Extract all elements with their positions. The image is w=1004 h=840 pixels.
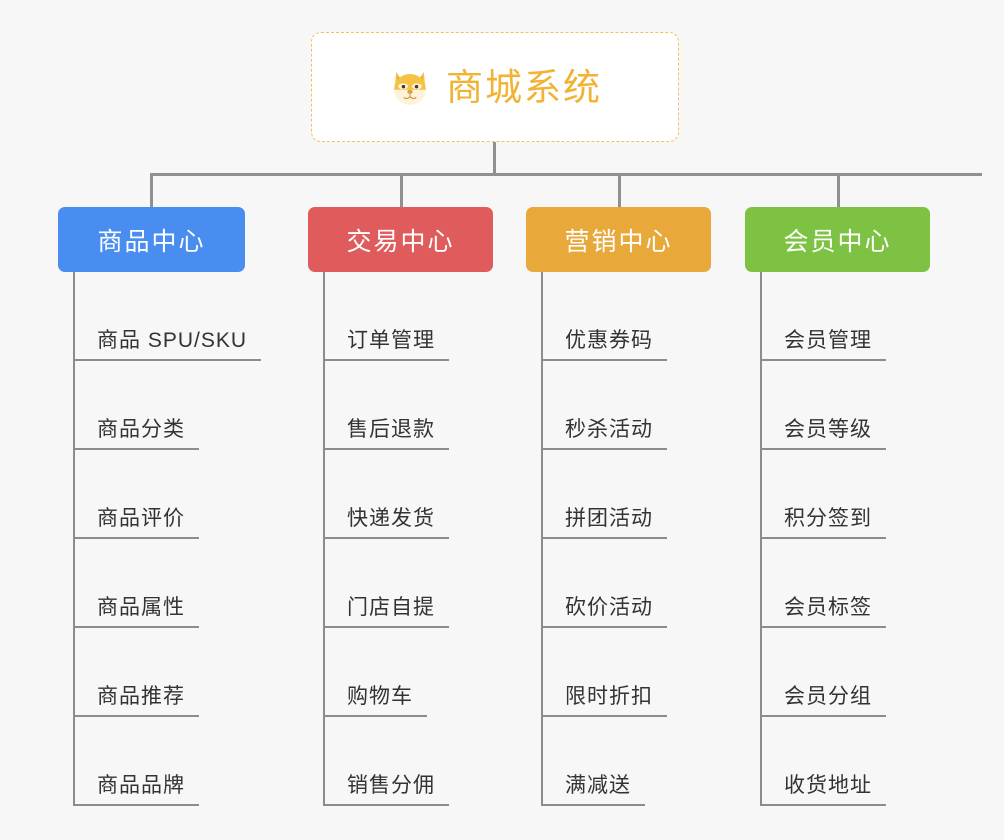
branch-drop-connector-3	[837, 173, 840, 207]
leaf-item[interactable]: 会员分组	[745, 628, 930, 717]
leaf-item[interactable]: 商品属性	[58, 539, 245, 628]
leaf-item-label: 会员管理	[762, 329, 886, 361]
leaf-item[interactable]: 收货地址	[745, 717, 930, 806]
branch-column-0: 商品中心商品 SPU/SKU 商品分类商品评价商品属性商品推荐商品品牌	[58, 207, 262, 806]
leaf-item[interactable]: 会员等级	[745, 361, 930, 450]
leaf-item-label: 满减送	[543, 774, 645, 806]
leaf-item-label: 商品属性	[75, 596, 199, 628]
branch-header-1[interactable]: 交易中心	[308, 207, 493, 272]
leaf-item-label: 销售分佣	[325, 774, 449, 806]
branch-column-3: 会员中心会员管理会员等级积分签到会员标签会员分组收货地址	[745, 207, 930, 806]
leaf-item-label: 砍价活动	[543, 596, 667, 628]
trunk-horizontal-connector	[150, 173, 982, 176]
leaf-item-label: 门店自提	[325, 596, 449, 628]
leaf-item-label: 积分签到	[762, 507, 886, 539]
branch-header-2[interactable]: 营销中心	[526, 207, 711, 272]
leaf-item[interactable]: 订单管理	[308, 272, 493, 361]
leaf-item[interactable]: 会员管理	[745, 272, 930, 361]
leaf-item[interactable]: 会员标签	[745, 539, 930, 628]
branch-drop-connector-1	[400, 173, 403, 207]
leaf-item-label: 收货地址	[762, 774, 886, 806]
dog-face-icon	[388, 65, 432, 109]
leaf-list-1: 订单管理售后退款快递发货门店自提购物车销售分佣	[308, 272, 493, 806]
leaf-item[interactable]: 销售分佣	[308, 717, 493, 806]
leaf-item-label: 会员等级	[762, 418, 886, 450]
leaf-item[interactable]: 拼团活动	[526, 450, 711, 539]
leaf-spine-0	[73, 272, 75, 806]
leaf-item-label: 商品评价	[75, 507, 199, 539]
leaf-item[interactable]: 商品分类	[58, 361, 245, 450]
leaf-item-label: 商品 SPU/SKU	[75, 329, 262, 361]
leaf-item-label: 售后退款	[325, 418, 449, 450]
leaf-list-3: 会员管理会员等级积分签到会员标签会员分组收货地址	[745, 272, 930, 806]
leaf-list-2: 优惠券码秒杀活动拼团活动砍价活动限时折扣满减送	[526, 272, 711, 806]
leaf-item[interactable]: 购物车	[308, 628, 493, 717]
leaf-item-label: 商品品牌	[75, 774, 199, 806]
branch-column-2: 营销中心优惠券码秒杀活动拼团活动砍价活动限时折扣满减送	[526, 207, 711, 806]
leaf-item-label: 拼团活动	[543, 507, 667, 539]
branch-header-3[interactable]: 会员中心	[745, 207, 930, 272]
leaf-item[interactable]: 售后退款	[308, 361, 493, 450]
leaf-item[interactable]: 限时折扣	[526, 628, 711, 717]
branch-header-0[interactable]: 商品中心	[58, 207, 245, 272]
leaf-item[interactable]: 快递发货	[308, 450, 493, 539]
leaf-item[interactable]: 优惠券码	[526, 272, 711, 361]
branch-drop-connector-2	[618, 173, 621, 207]
leaf-item[interactable]: 积分签到	[745, 450, 930, 539]
leaf-item-label: 购物车	[325, 685, 427, 717]
leaf-item[interactable]: 满减送	[526, 717, 711, 806]
leaf-item-label: 会员标签	[762, 596, 886, 628]
leaf-item[interactable]: 门店自提	[308, 539, 493, 628]
leaf-item-label: 限时折扣	[543, 685, 667, 717]
leaf-item[interactable]: 商品评价	[58, 450, 245, 539]
leaf-item-label: 会员分组	[762, 685, 886, 717]
leaf-spine-3	[760, 272, 762, 806]
leaf-item[interactable]: 砍价活动	[526, 539, 711, 628]
leaf-list-0: 商品 SPU/SKU 商品分类商品评价商品属性商品推荐商品品牌	[58, 272, 262, 806]
leaf-item[interactable]: 商品品牌	[58, 717, 245, 806]
leaf-item-label: 商品分类	[75, 418, 199, 450]
leaf-item[interactable]: 商品 SPU/SKU	[58, 272, 262, 361]
root-node[interactable]: 商城系统	[311, 32, 679, 142]
branch-column-1: 交易中心订单管理售后退款快递发货门店自提购物车销售分佣	[308, 207, 493, 806]
leaf-item-label: 商品推荐	[75, 685, 199, 717]
leaf-item-label: 秒杀活动	[543, 418, 667, 450]
leaf-item[interactable]: 商品推荐	[58, 628, 245, 717]
leaf-spine-2	[541, 272, 543, 806]
leaf-item-label: 快递发货	[325, 507, 449, 539]
branch-drop-connector-0	[150, 173, 153, 207]
trunk-vertical-connector	[493, 142, 496, 176]
leaf-item-label: 优惠券码	[543, 329, 667, 361]
root-title: 商城系统	[446, 66, 602, 108]
leaf-item[interactable]: 秒杀活动	[526, 361, 711, 450]
leaf-item-label: 订单管理	[325, 329, 449, 361]
leaf-spine-1	[323, 272, 325, 806]
